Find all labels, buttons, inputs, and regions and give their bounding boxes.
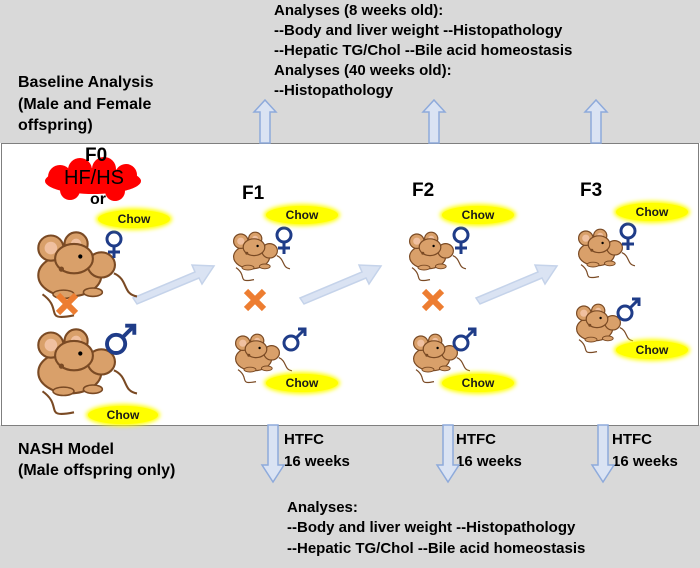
htfc-label-f2: HTFC — [456, 431, 496, 448]
htfc-label-f1: HTFC — [284, 431, 324, 448]
chow-label-f3-male: Chow — [616, 341, 688, 359]
nash-analyses-line1: --Body and liver weight --Histopathology — [287, 519, 576, 536]
down-arrow-f3 — [590, 424, 616, 484]
analyses-8wk-line1: --Body and liver weight --Histopathology — [274, 22, 563, 39]
nash-analyses-heading: Analyses: — [287, 499, 358, 516]
f1-female-mouse — [233, 231, 291, 282]
htfc-duration-f3: 16 weeks — [612, 453, 678, 470]
chow-label-f0-female: Chow — [98, 210, 170, 228]
chow-label-f3-female: Chow — [616, 203, 688, 221]
analyses-8wk-heading: Analyses (8 weeks old): — [274, 2, 444, 19]
generation-f1-label: F1 — [242, 183, 265, 204]
arrow-f2-to-f3 — [474, 264, 559, 305]
analyses-40wk-heading: Analyses (40 weeks old): — [274, 62, 452, 79]
htfc-label-f3: HTFC — [612, 431, 652, 448]
nash-analyses-line2: --Hepatic TG/Chol --Bile acid homeostasi… — [287, 540, 586, 557]
down-arrow-f2 — [435, 424, 461, 484]
chow-label-f0-male: Chow — [88, 406, 158, 424]
analyses-8wk-line2: --Hepatic TG/Chol --Bile acid homeostasi… — [274, 42, 573, 59]
f3-male-symbol — [616, 297, 641, 322]
f2-cross-icon — [424, 291, 442, 309]
f2-male-symbol — [452, 327, 477, 352]
chow-label-f2-female: Chow — [442, 206, 514, 224]
chow-label-f1-male: Chow — [266, 374, 338, 392]
nash-model-title: NASH Model — [18, 441, 114, 458]
baseline-subtitle-1: (Male and Female — [18, 96, 152, 113]
generation-f2-label: F2 — [412, 180, 435, 201]
f0-female-mouse — [37, 231, 139, 319]
generation-f0-label: F0 — [85, 145, 108, 166]
nash-model-band — [0, 425, 700, 568]
f1-cross-icon — [246, 291, 264, 309]
f0-male-mouse — [37, 328, 139, 416]
htfc-duration-f1: 16 weeks — [284, 453, 350, 470]
generation-f3-label: F3 — [580, 180, 603, 201]
up-arrow-f0 — [252, 98, 278, 144]
baseline-analysis-band — [0, 0, 700, 143]
up-arrow-f1 — [421, 98, 447, 144]
down-arrow-f1 — [260, 424, 286, 484]
nash-model-subtitle: (Male offspring only) — [18, 462, 176, 479]
baseline-subtitle-2: offspring) — [18, 117, 93, 134]
up-arrow-f3 — [583, 98, 609, 144]
hfhs-cloud-shape — [45, 157, 141, 201]
f0-male-symbol — [105, 323, 137, 355]
f3-female-symbol — [619, 222, 637, 252]
or-label: or — [90, 191, 106, 208]
analyses-40wk-line1: --Histopathology — [274, 82, 394, 99]
f2-female-symbol — [452, 226, 470, 256]
arrow-f1-to-f2 — [298, 264, 383, 305]
f1-male-symbol — [282, 327, 307, 352]
htfc-duration-f2: 16 weeks — [456, 453, 522, 470]
f1-female-symbol — [275, 226, 293, 256]
arrow-f0-to-f1 — [131, 264, 216, 305]
hfhs-diet-label: HF/HS — [64, 167, 124, 189]
baseline-title: Baseline Analysis — [18, 74, 154, 91]
chow-label-f1-female: Chow — [266, 206, 338, 224]
chow-label-f2-male: Chow — [442, 374, 514, 392]
